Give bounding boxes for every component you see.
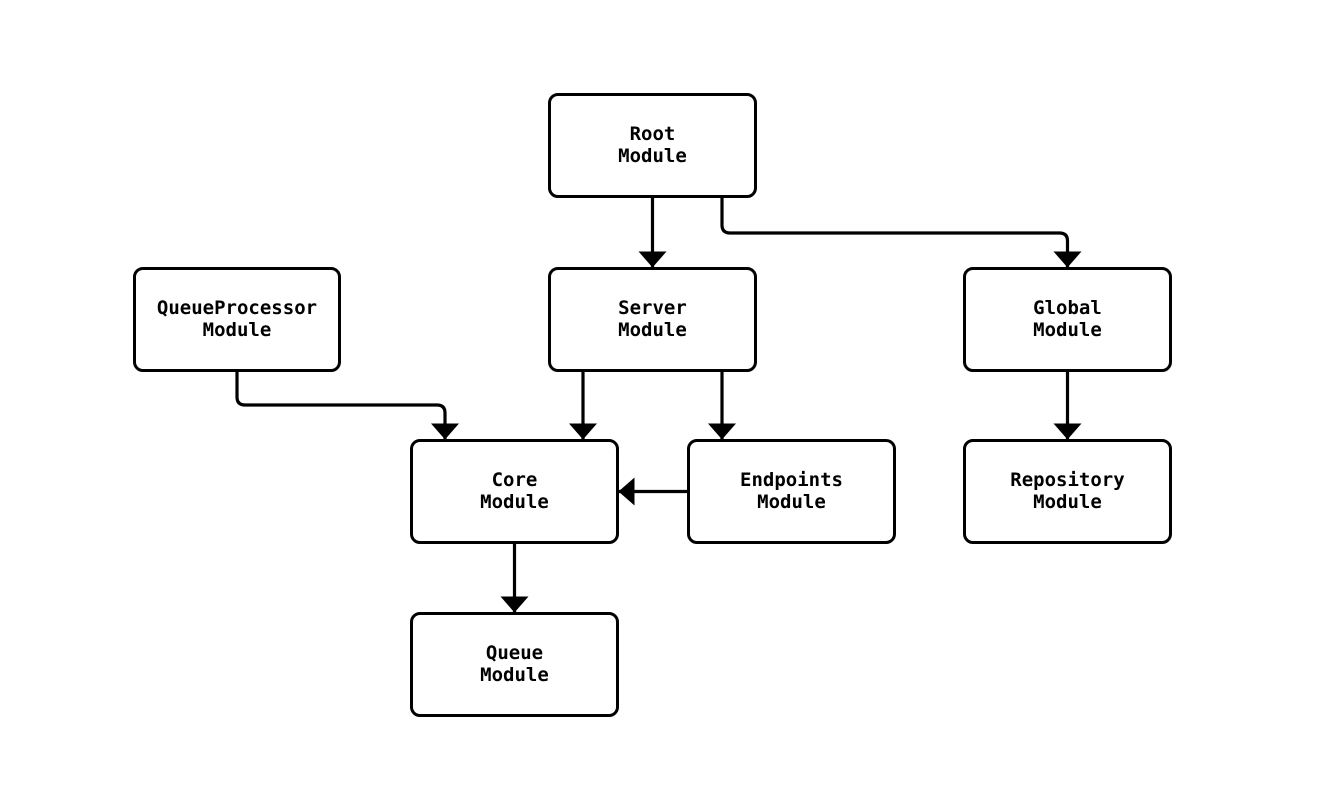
node-queue-module: Queue Module [410, 612, 619, 717]
node-endpoints-module: Endpoints Module [687, 439, 896, 544]
node-queueprocessor-module-label: QueueProcessor Module [156, 297, 318, 341]
node-queue-module-label: Queue Module [480, 642, 549, 686]
node-endpoints-module-label: Endpoints Module [740, 469, 843, 513]
edge-queueprocessor-to-core [235, 372, 459, 440]
node-core-module-label: Core Module [480, 469, 549, 513]
node-server-module-label: Server Module [618, 297, 687, 341]
node-repository-module-label: Repository Module [1010, 469, 1125, 513]
node-root-module: Root Module [548, 93, 757, 198]
node-core-module: Core Module [410, 439, 619, 544]
node-queueprocessor-module: QueueProcessor Module [133, 267, 341, 372]
node-global-module: Global Module [963, 267, 1172, 372]
node-server-module: Server Module [548, 267, 757, 372]
node-root-module-label: Root Module [618, 123, 687, 167]
node-repository-module: Repository Module [963, 439, 1172, 544]
edge-root-to-global [720, 198, 1082, 268]
node-global-module-label: Global Module [1033, 297, 1102, 341]
